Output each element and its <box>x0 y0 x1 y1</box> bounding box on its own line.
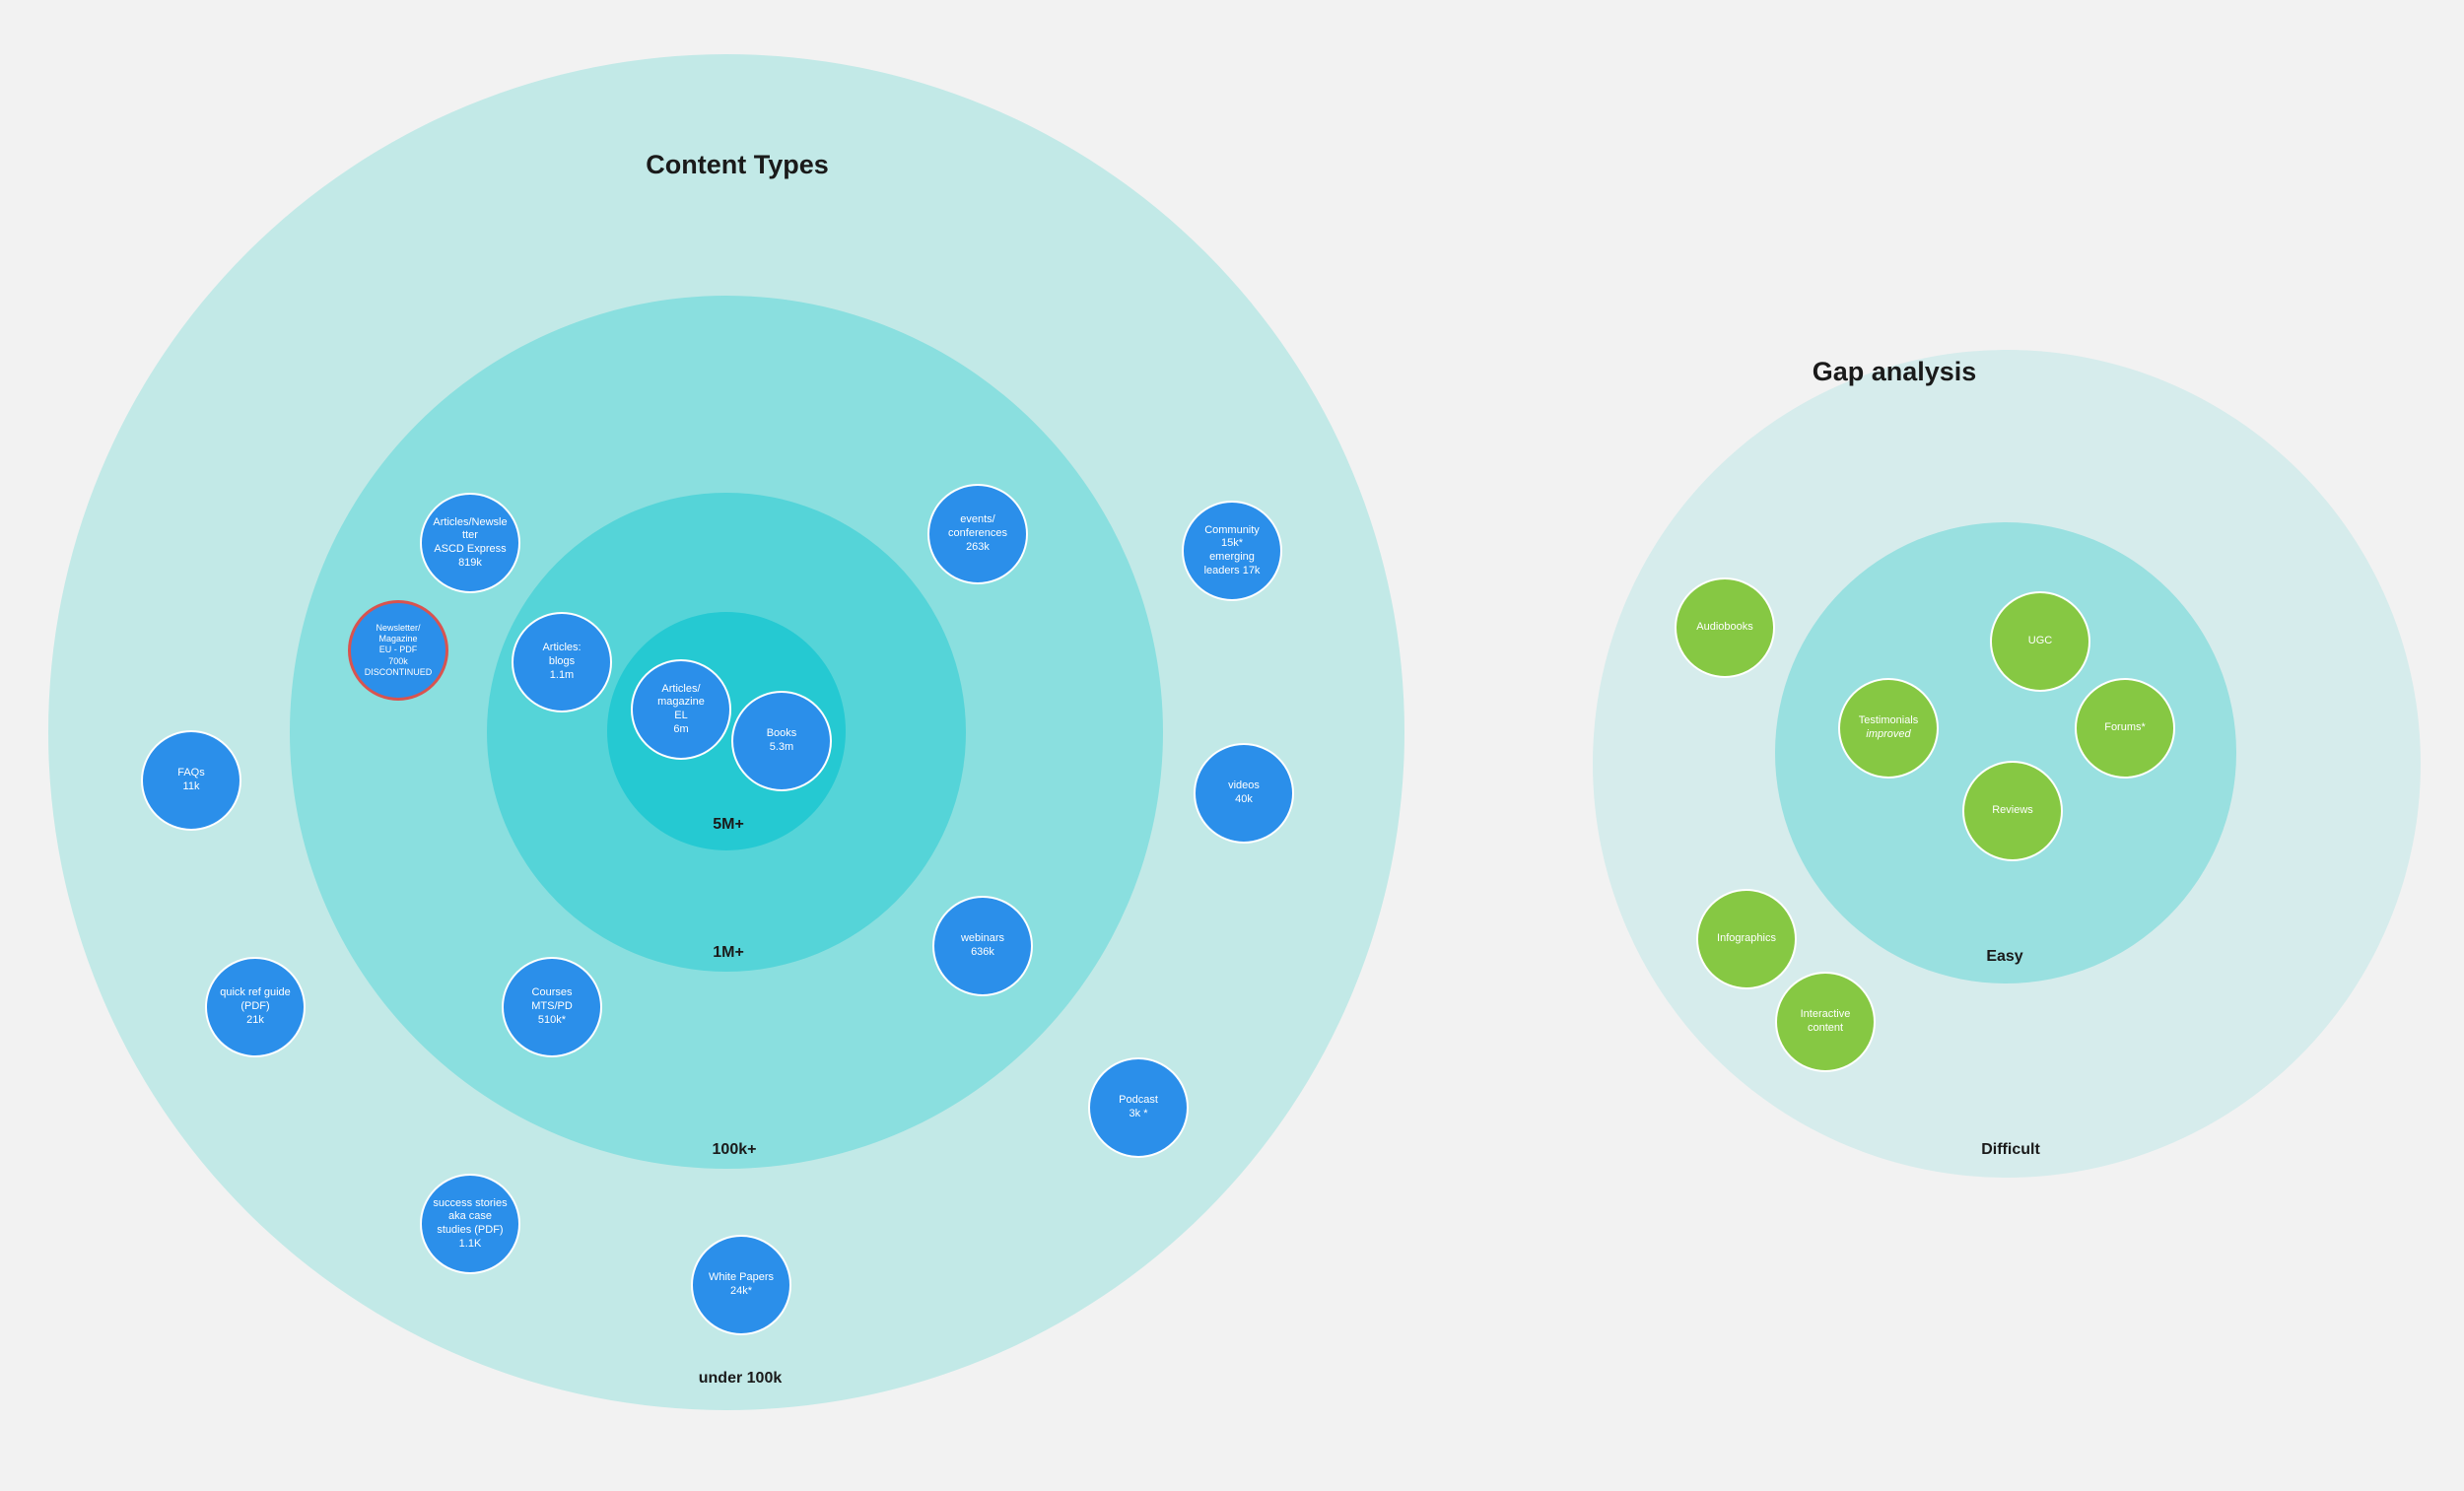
bubble-videos[interactable]: videos 40k <box>1194 743 1294 844</box>
bubble-faqs[interactable]: FAQs 11k <box>141 730 241 831</box>
tier-label-100k: 100k+ <box>712 1141 757 1158</box>
bubble-ugc[interactable]: UGC <box>1990 591 2090 692</box>
bubble-courses[interactable]: Courses MTS/PD 510k* <box>502 957 602 1057</box>
bubble-events-conferences[interactable]: events/ conferences 263k <box>927 484 1028 584</box>
bubble-community[interactable]: Community 15k* emerging leaders 17k <box>1182 501 1282 601</box>
bubble-quick-ref-guide[interactable]: quick ref guide (PDF) 21k <box>205 957 306 1057</box>
tier-label-5m: 5M+ <box>713 816 744 833</box>
bubble-white-papers[interactable]: White Papers 24k* <box>691 1235 791 1335</box>
bubble-success-stories[interactable]: success stories aka case studies (PDF) 1… <box>420 1174 520 1274</box>
bubble-articles-newsletter[interactable]: Articles/Newsle tter ASCD Express 819k <box>420 493 520 593</box>
bubble-reviews[interactable]: Reviews <box>1962 761 2063 861</box>
bubble-infographics[interactable]: Infographics <box>1696 889 1797 989</box>
bubble-podcast[interactable]: Podcast 3k * <box>1088 1057 1189 1158</box>
bubble-webinars[interactable]: webinars 636k <box>932 896 1033 996</box>
bubble-articles-magazine-el[interactable]: Articles/ magazine EL 6m <box>631 659 731 760</box>
bubble-articles-blogs[interactable]: Articles: blogs 1.1m <box>512 612 612 712</box>
tier-label-difficult: Difficult <box>1981 1141 2040 1158</box>
bubble-audiobooks[interactable]: Audiobooks <box>1675 577 1775 678</box>
tier-label-1m: 1M+ <box>713 944 744 961</box>
bubble-books[interactable]: Books 5.3m <box>731 691 832 791</box>
tier-label-under-100k: under 100k <box>698 1370 783 1387</box>
content-types-title: Content Types <box>646 150 829 179</box>
bubble-forums[interactable]: Forums* <box>2075 678 2175 779</box>
tier-label-easy: Easy <box>1986 948 2023 965</box>
bubble-newsletter-magazine-eu[interactable]: Newsletter/ Magazine EU - PDF 700k DISCO… <box>348 600 448 701</box>
bubble-interactive-content[interactable]: Interactive content <box>1775 972 1876 1072</box>
gap-analysis-title: Gap analysis <box>1812 357 1977 386</box>
